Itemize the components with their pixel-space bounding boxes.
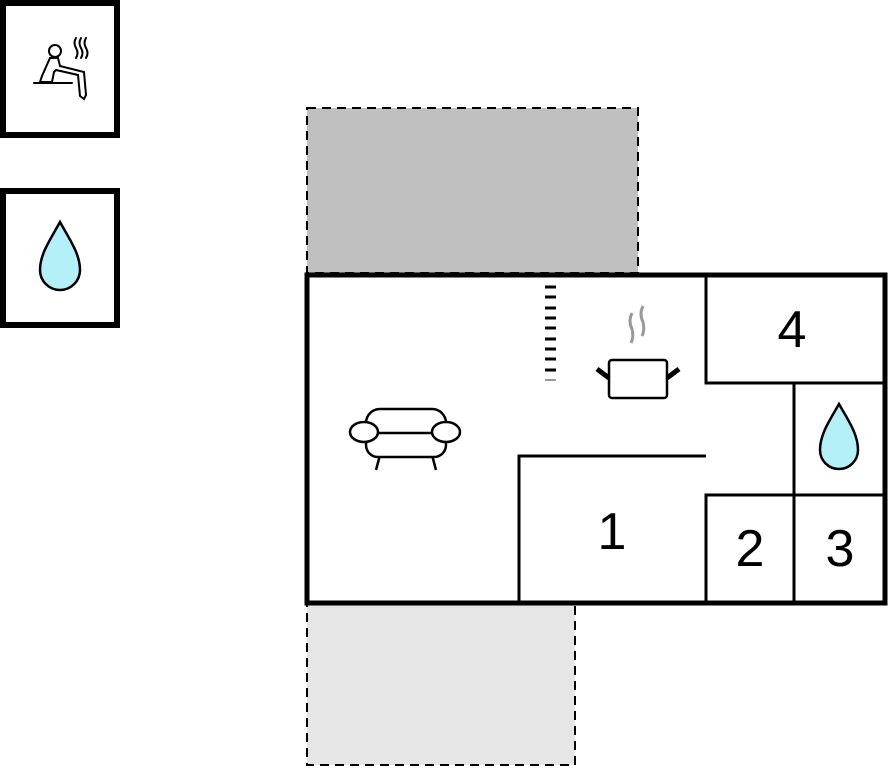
stairs-icon (545, 285, 556, 381)
legend-water (0, 188, 120, 328)
room-1-label: 1 (598, 503, 627, 561)
room-2-label: 2 (736, 520, 765, 578)
terrace-covered (306, 107, 639, 274)
water-drop-icon (818, 401, 860, 471)
kitchen-icon (595, 305, 681, 400)
water-drop-icon (38, 219, 82, 292)
legend-sauna (0, 0, 120, 138)
room-3-label: 3 (826, 520, 855, 578)
sofa-icon (348, 407, 462, 471)
interior-walls (517, 275, 885, 603)
sauna-icon (33, 37, 89, 101)
terrace-open (306, 603, 576, 766)
room-4-label: 4 (778, 301, 807, 359)
